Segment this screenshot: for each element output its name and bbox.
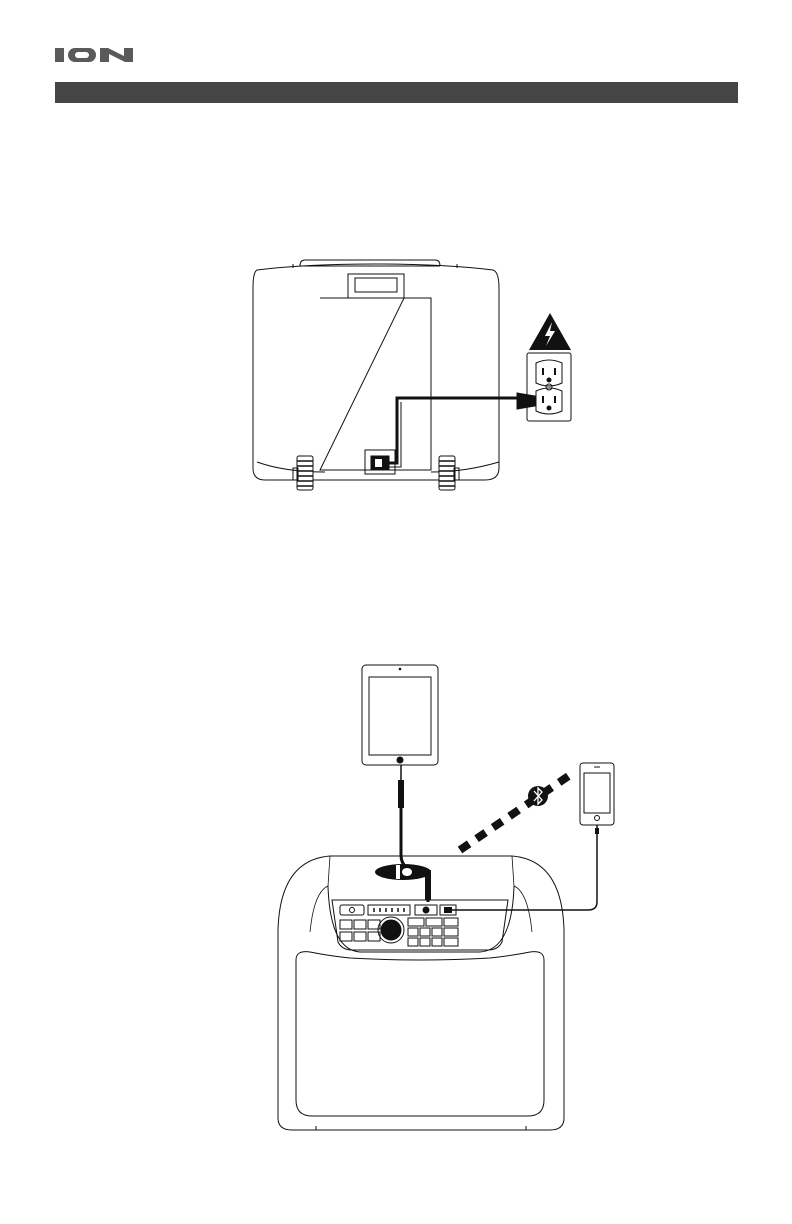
tablet-icon <box>362 665 438 765</box>
volume-knob-icon <box>378 917 404 943</box>
electrical-hazard-warning-icon <box>529 313 571 350</box>
bluetooth-icon <box>528 786 548 806</box>
power-cable <box>389 398 520 463</box>
wireless-signal-dashes <box>460 775 570 850</box>
power-button-icon <box>340 905 364 915</box>
speaker-logo-icon <box>375 864 431 880</box>
wall-outlet-icon <box>517 353 571 421</box>
wheel-icon <box>439 456 459 490</box>
power-connection-diagram <box>245 258 575 498</box>
wheel-icon <box>293 456 313 490</box>
ion-logo <box>55 46 135 64</box>
audio-source-connection-diagram <box>270 660 630 1135</box>
smartphone-icon <box>450 763 614 910</box>
speaker-rear-panel <box>253 260 499 480</box>
section-header-bar <box>55 82 738 103</box>
speaker-front-panel <box>278 856 564 1130</box>
aux-cable <box>398 765 431 902</box>
ion-logo-mark <box>55 46 135 64</box>
